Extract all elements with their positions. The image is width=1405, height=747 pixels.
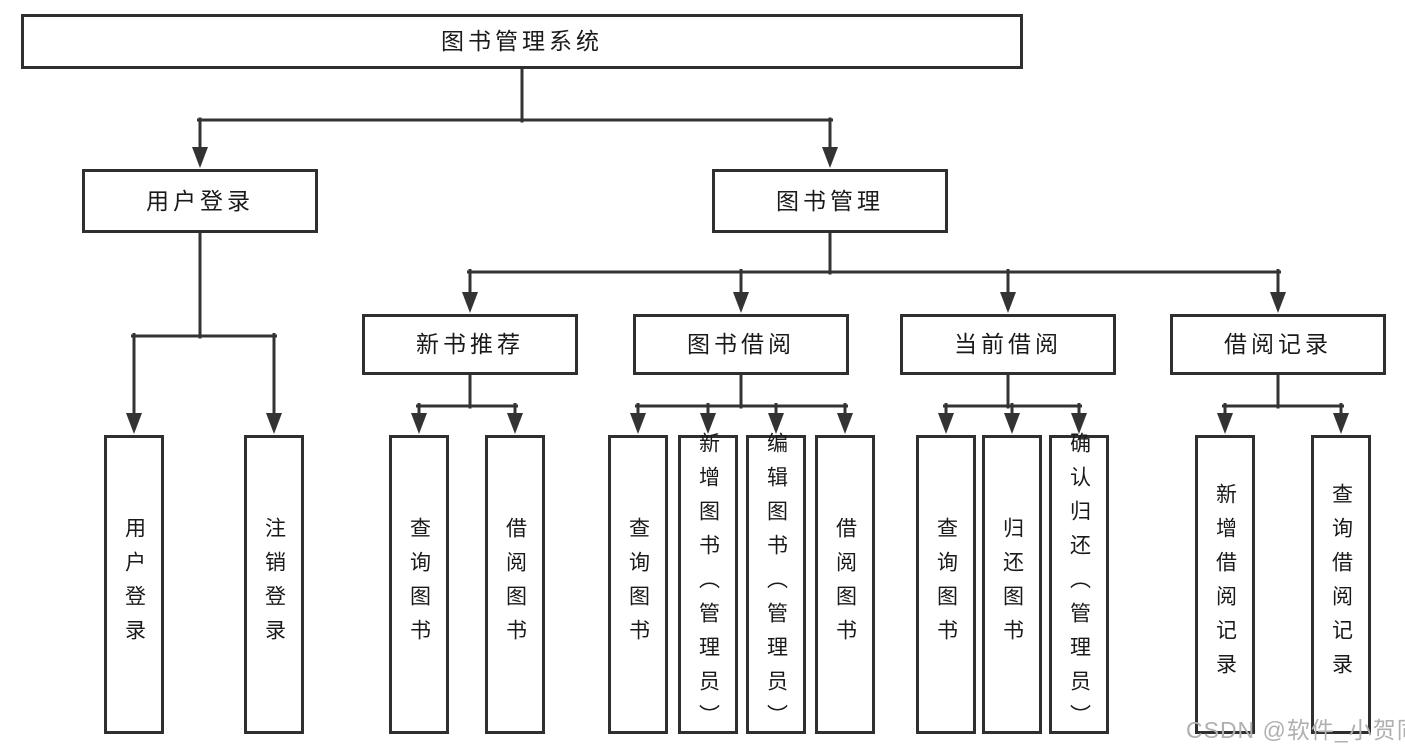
watermark: CSDN @软件_小贺同学 — [1186, 717, 1405, 743]
arrowhead-icon — [507, 413, 523, 434]
branch-root-to-level2 — [192, 67, 838, 168]
node-label: 图书借阅 — [687, 331, 795, 357]
arrowhead-icon — [837, 413, 853, 434]
arrowhead-icon — [192, 147, 208, 168]
branch-new-book-recommendation — [411, 373, 523, 434]
branch-borrowing-records — [1217, 373, 1349, 434]
arrowhead-icon — [768, 413, 784, 434]
node-new-book-recommendation: 新书推荐 — [362, 314, 578, 375]
node-label: 查询借阅记录 — [1329, 482, 1353, 687]
node-label: 当前借阅 — [954, 331, 1062, 357]
arrowhead-icon — [630, 413, 646, 434]
node-query-books-current: 查询图书 — [916, 435, 976, 734]
node-return-books: 归还图书 — [982, 435, 1042, 734]
arrowhead-icon — [938, 413, 954, 434]
node-query-books-recommend: 查询图书 — [389, 435, 449, 734]
node-query-books-borrow: 查询图书 — [608, 435, 668, 734]
arrowhead-icon — [462, 292, 478, 313]
node-library-management-system: 图书管理系统 — [21, 14, 1023, 69]
node-label: 编辑图书（管理员） — [764, 431, 788, 738]
node-label: 图书管理 — [776, 187, 884, 214]
node-add-books-admin: 新增图书（管理员） — [678, 432, 738, 738]
node-logout: 注销登录 — [244, 435, 304, 734]
node-label: 借阅图书 — [503, 516, 527, 653]
node-label: 查询图书 — [934, 516, 958, 653]
arrowhead-icon — [1270, 292, 1286, 313]
arrowhead-icon — [126, 413, 142, 434]
branch-current-borrowing — [938, 373, 1087, 434]
arrowhead-icon — [700, 413, 716, 434]
node-user-login: 用户登录 — [82, 169, 318, 233]
node-add-borrow-record: 新增借阅记录 — [1195, 435, 1255, 734]
branch-book-borrowing — [630, 373, 853, 434]
node-borrow-books: 借阅图书 — [815, 435, 875, 734]
node-label: 确认归还（管理员） — [1067, 431, 1091, 738]
arrowhead-icon — [411, 413, 427, 434]
node-label: 注销登录 — [262, 516, 286, 653]
node-label: 用户登录 — [146, 187, 254, 214]
branch-book-management — [462, 231, 1286, 313]
arrowhead-icon — [822, 147, 838, 168]
arrowhead-icon — [266, 413, 282, 434]
node-label: 借阅图书 — [833, 516, 857, 653]
node-label: 归还图书 — [1000, 516, 1024, 653]
node-label: 用户登录 — [122, 516, 146, 653]
node-label: 查询图书 — [626, 516, 650, 653]
node-borrowing-records: 借阅记录 — [1170, 314, 1386, 375]
node-user-login-action: 用户登录 — [104, 435, 164, 734]
node-query-borrow-record: 查询借阅记录 — [1311, 435, 1371, 734]
arrowhead-icon — [1071, 413, 1087, 434]
arrowhead-icon — [1217, 413, 1233, 434]
node-book-management: 图书管理 — [712, 169, 948, 233]
arrowhead-icon — [1004, 413, 1020, 434]
node-edit-books-admin: 编辑图书（管理员） — [746, 432, 806, 738]
node-current-borrowing: 当前借阅 — [900, 314, 1116, 375]
node-label: 图书管理系统 — [441, 28, 603, 54]
node-label: 借阅记录 — [1224, 331, 1332, 357]
node-label: 新书推荐 — [416, 331, 524, 357]
arrowhead-icon — [1000, 292, 1016, 313]
node-book-borrowing: 图书借阅 — [633, 314, 849, 375]
arrowhead-icon — [733, 292, 749, 313]
node-label: 查询图书 — [407, 516, 431, 653]
node-borrow-books-recommend: 借阅图书 — [485, 435, 545, 734]
arrowhead-icon — [1333, 413, 1349, 434]
node-confirm-return-admin: 确认归还（管理员） — [1049, 432, 1109, 738]
node-label: 新增图书（管理员） — [696, 431, 720, 738]
branch-user-login — [126, 231, 282, 434]
node-label: 新增借阅记录 — [1213, 482, 1237, 687]
